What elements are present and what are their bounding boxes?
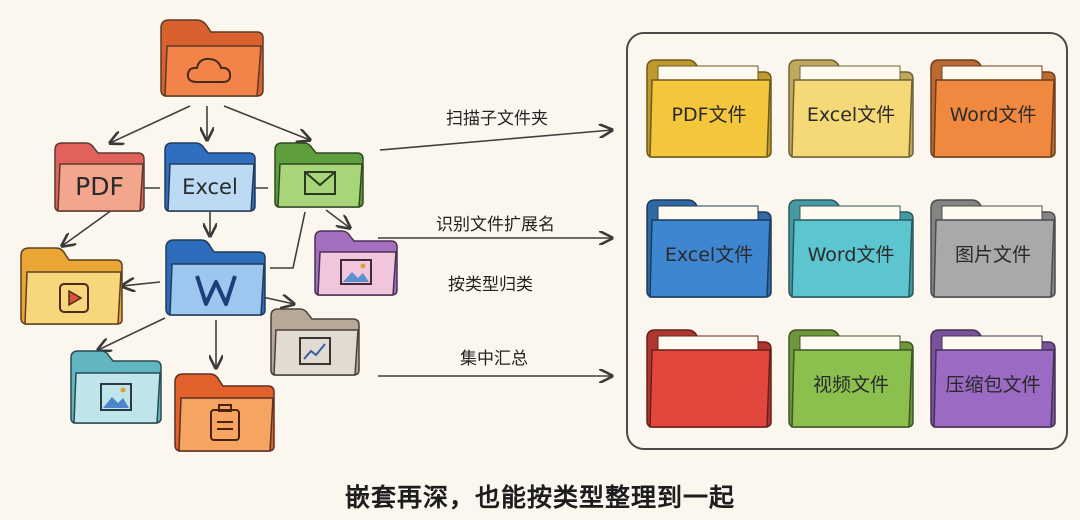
destination-folder[interactable]: PDF文件 [644,56,774,160]
destination-folder-label: 图片文件 [954,244,1031,266]
arrow-root-to-pdf [110,105,191,143]
arrow-step-scan [379,130,612,151]
destination-folder[interactable] [644,326,774,430]
folder-image-small[interactable] [68,348,164,426]
folder-pdf-label: PDF [75,172,124,201]
step-label-identify: 识别文件扩展名 [436,215,555,235]
envelope-icon [304,171,336,195]
destination-folder-label: PDF文件 [671,104,747,126]
folder-mail[interactable] [272,140,366,210]
destination-folder[interactable]: Word文件 [786,196,916,300]
folder-video[interactable] [18,244,126,328]
arrow-mail-to-image [325,209,350,228]
destination-folder-label: Excel文件 [806,104,896,126]
destination-folder-label: Excel文件 [664,244,754,266]
destination-folder-label: 压缩包文件 [945,374,1041,396]
step-label-classify: 按类型归类 [448,275,533,295]
destination-folder[interactable]: Excel文件 [786,56,916,160]
folder-excel[interactable]: Excel [162,140,258,214]
image-icon [100,383,132,411]
caption: 嵌套再深，也能按类型整理到一起 [344,483,735,512]
destination-panel [626,32,1068,450]
destination-folder[interactable]: 图片文件 [928,196,1058,300]
arrow-word-to-video [122,282,161,286]
destination-folder[interactable]: Excel文件 [644,196,774,300]
folder-word[interactable] [163,236,269,318]
arrow-root-to-mail [223,105,310,140]
destination-folder[interactable]: 视频文件 [786,326,916,430]
folder-chart[interactable] [268,306,362,378]
connector-mail-to-word [270,211,306,269]
folder-excel-label: Excel [182,175,238,199]
word-w-icon [195,275,237,306]
destination-folder[interactable]: 压缩包文件 [928,326,1058,430]
step-label-collect: 集中汇总 [460,349,528,369]
destination-folder-label: Word文件 [949,104,1037,126]
destination-folder[interactable]: Word文件 [928,56,1058,160]
folder-archive[interactable] [172,370,278,454]
play-icon [59,283,89,313]
chart-line-icon [299,337,331,365]
arrow-pdf-to-video [62,209,113,246]
destination-folder-label: Word文件 [807,244,895,266]
step-label-scan: 扫描子文件夹 [446,109,548,129]
destination-folder-label: 视频文件 [812,374,889,396]
archive-icon [210,404,240,441]
folder-root[interactable] [157,16,267,100]
folder-image-large[interactable] [312,228,400,298]
folder-pdf[interactable]: PDF [52,140,147,214]
arrow-word-to-image-small [98,317,166,350]
image-icon [340,259,372,285]
cloud-icon [186,57,232,83]
